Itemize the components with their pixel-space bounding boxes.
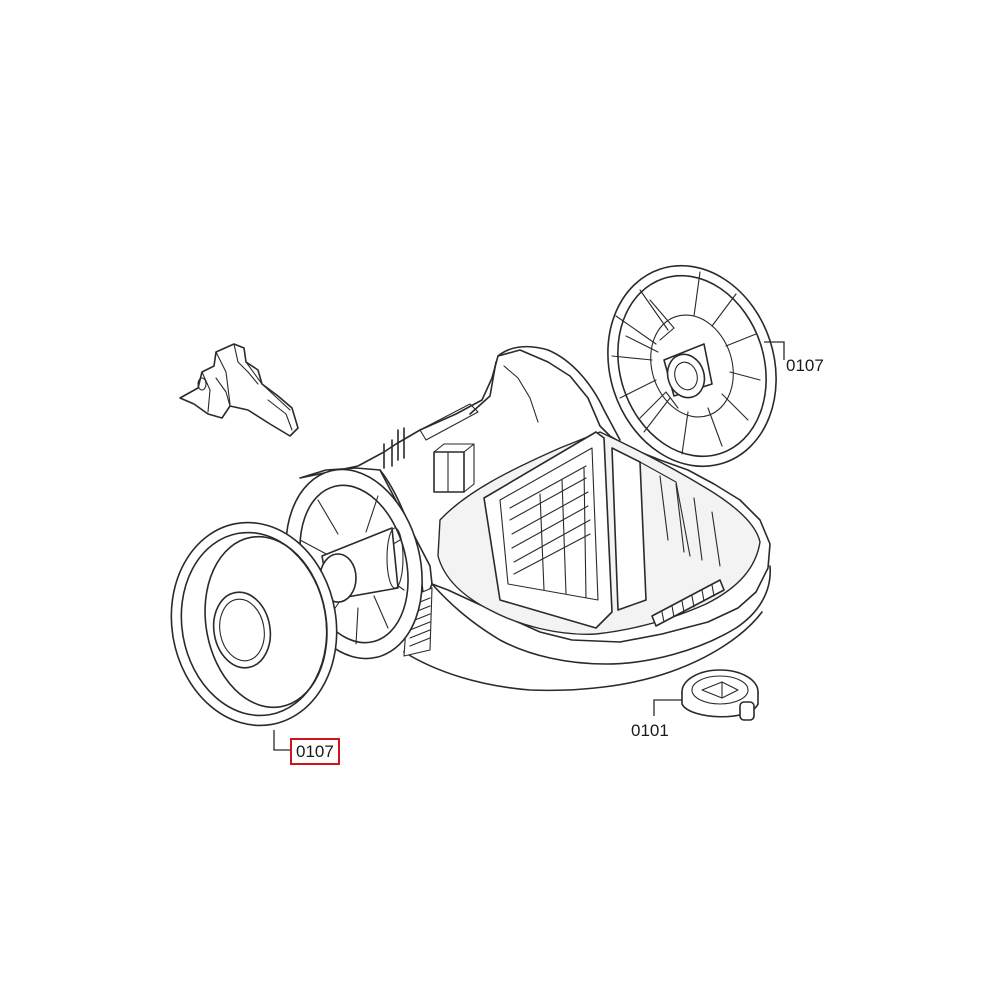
callout-label-0101: 0101 — [631, 721, 669, 740]
callout-label-0107-left[interactable]: 0107 — [290, 738, 340, 765]
callout-label-0107-right: 0107 — [786, 356, 824, 375]
leader-castor — [653, 699, 682, 716]
bracket-part — [179, 343, 299, 437]
detached-right-wheel — [607, 264, 777, 468]
castor-part — [681, 669, 759, 721]
leader-wheel-right — [764, 341, 785, 360]
detached-left-wheel — [170, 521, 338, 727]
main-housing — [299, 345, 771, 692]
leader-wheel-left — [273, 730, 292, 751]
